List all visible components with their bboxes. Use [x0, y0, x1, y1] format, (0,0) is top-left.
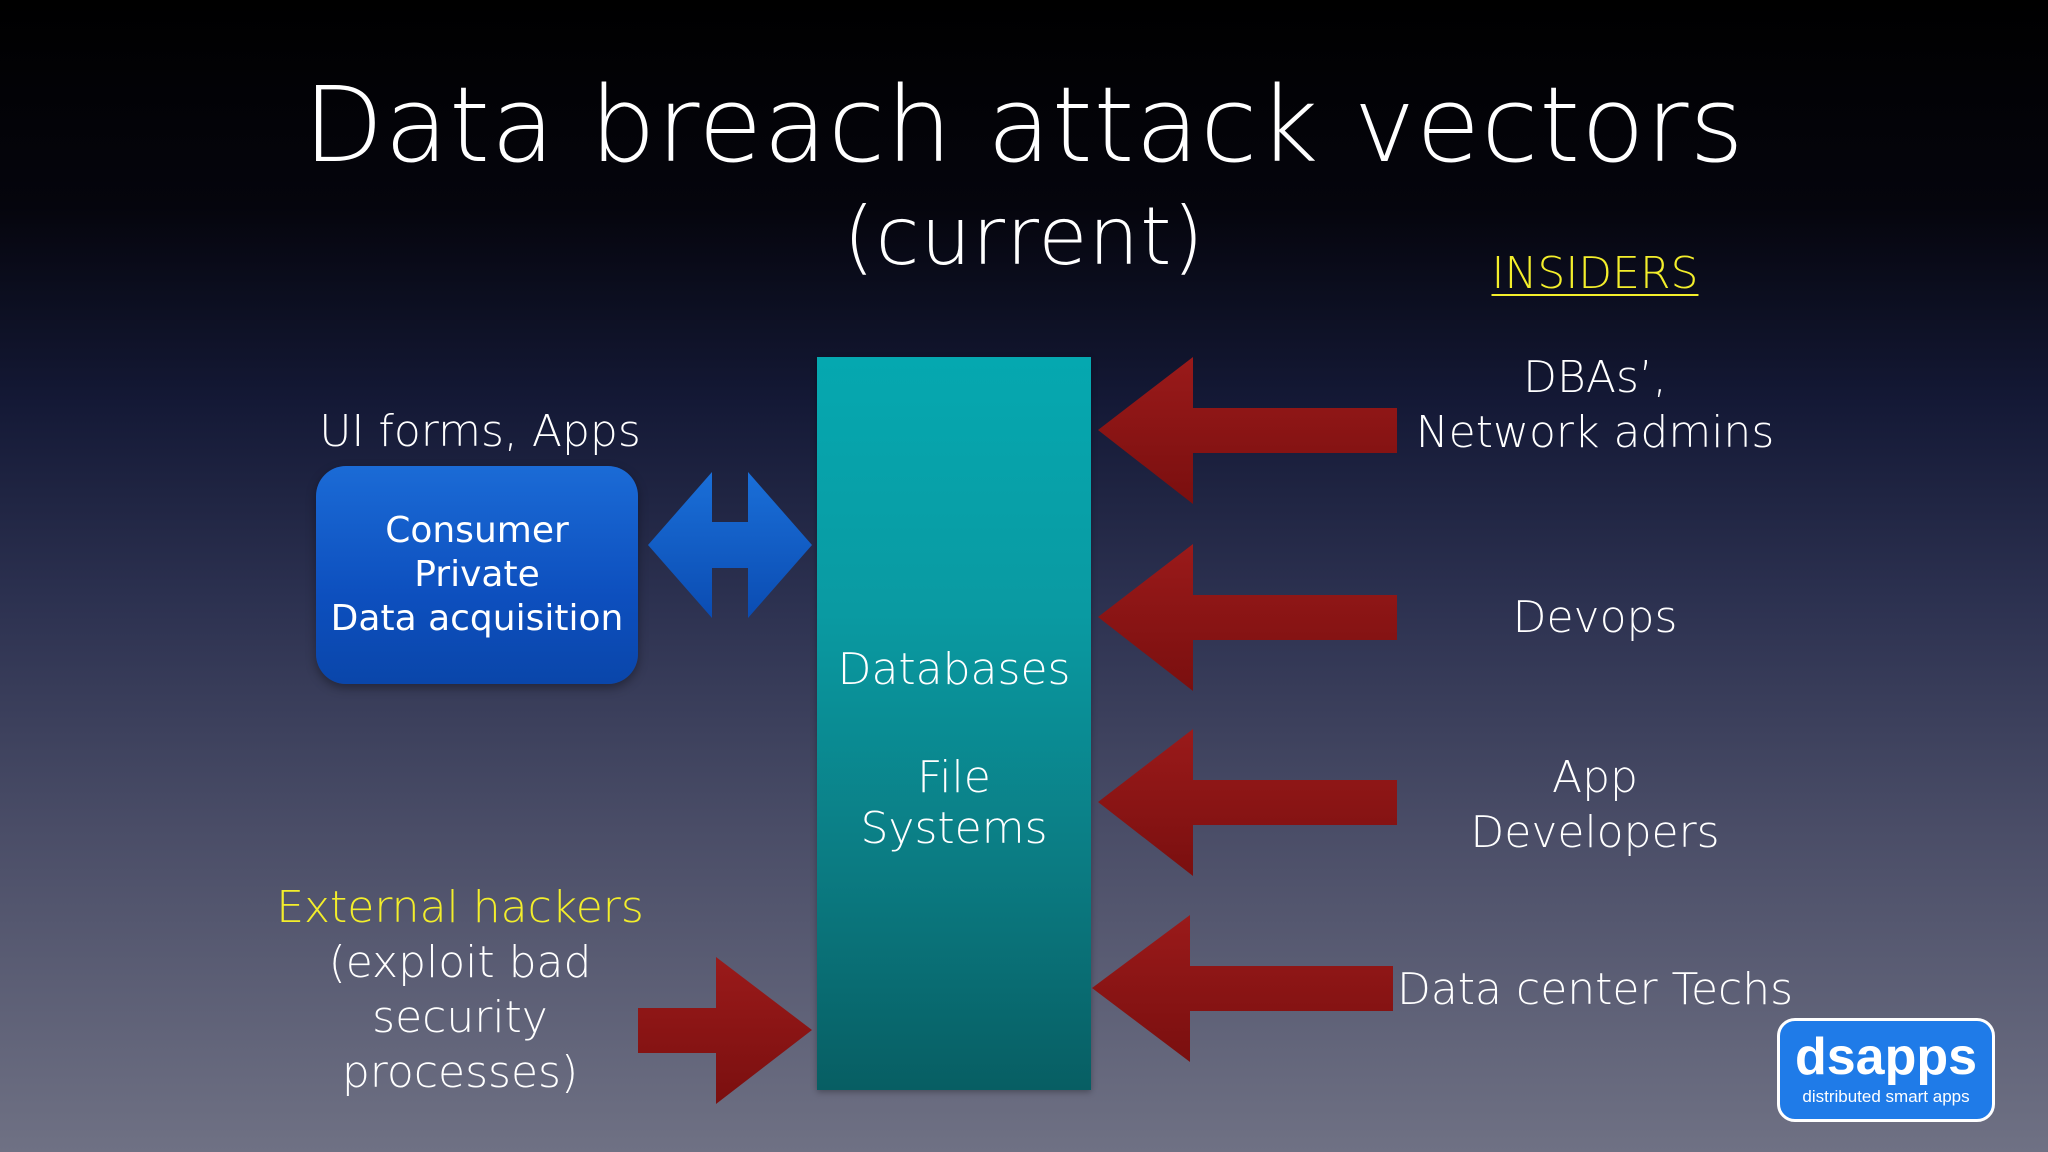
- insider-app-developers-line1: App: [1552, 752, 1638, 803]
- ui-forms-label: UI forms, Apps: [319, 406, 641, 457]
- insider-arrow-app-developers: [1098, 729, 1397, 876]
- dsapps-logo: dsapps distributed smart apps: [1777, 1018, 1995, 1122]
- insiders-heading: INSIDERS: [1491, 248, 1699, 299]
- insider-arrow-devops: [1098, 544, 1397, 691]
- consumer-box-line2: Data acquisition: [330, 598, 624, 639]
- insider-app-developers-line2: Developers: [1470, 807, 1720, 858]
- insider-devops: Devops: [1512, 592, 1678, 643]
- consumer-data-box: Consumer Private Data acquisition: [316, 466, 638, 684]
- external-detail-line2: security: [372, 992, 548, 1043]
- external-hackers-heading: External hackers: [276, 882, 644, 933]
- insider-app-developers: App Developers: [1380, 750, 1810, 860]
- insider-arrow-dbas: [1098, 357, 1397, 504]
- insider-dbas: DBAs’, Network admins: [1380, 350, 1810, 460]
- insider-datacenter-techs: Data center Techs: [1396, 964, 1794, 1015]
- insider-dbas-line2: Network admins: [1415, 407, 1775, 458]
- consumer-box-line1: Consumer Private: [385, 510, 569, 595]
- insider-arrow-datacenter-techs: [1092, 915, 1393, 1062]
- insider-dbas-line1: DBAs’,: [1523, 352, 1667, 403]
- slide-title: Data breach attack vectors: [303, 64, 1745, 186]
- database-block: [817, 357, 1091, 1090]
- database-label: Databases: [837, 644, 1071, 695]
- external-detail-line1: (exploit bad: [328, 937, 592, 988]
- file-systems-label: File Systems: [860, 752, 1048, 854]
- double-arrow-icon: [648, 472, 812, 618]
- external-arrow: [638, 957, 812, 1104]
- slide-subtitle: (current): [843, 190, 1205, 283]
- external-detail-line3: processes): [341, 1047, 579, 1098]
- logo-tagline: distributed smart apps: [1802, 1087, 1970, 1106]
- logo-name: dsapps: [1794, 1028, 1978, 1086]
- external-hackers-detail: (exploit bad security processes): [260, 935, 660, 1100]
